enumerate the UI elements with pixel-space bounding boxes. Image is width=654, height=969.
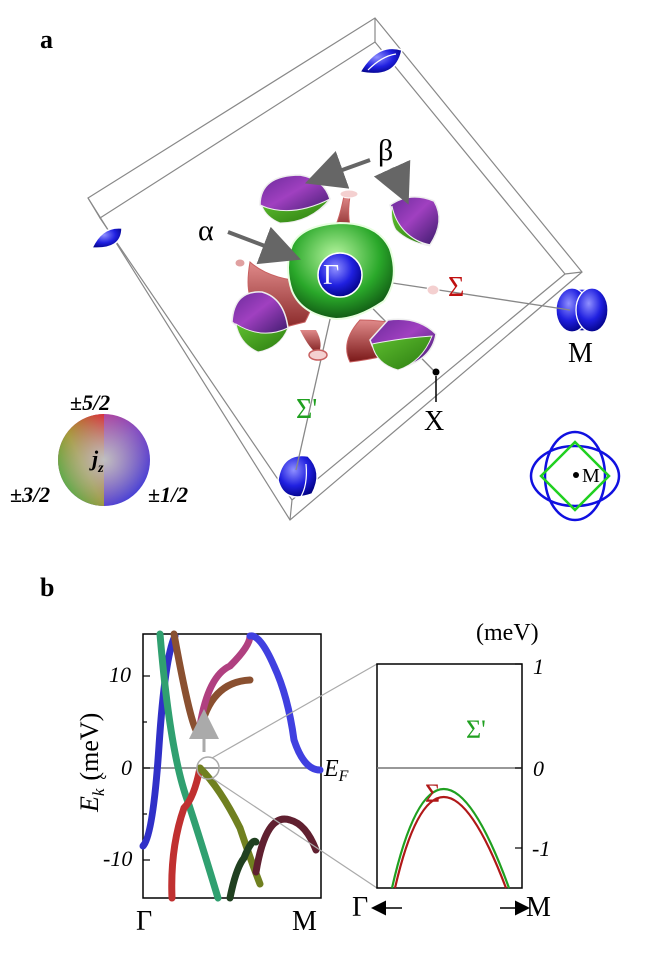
jz-center-label: jz [89, 446, 104, 476]
sigma-label: Σ [448, 272, 464, 303]
inset-m-label: M [582, 465, 600, 487]
x-point-dot [432, 368, 440, 376]
beta-label: β [378, 134, 393, 167]
jz-color-wheel [58, 414, 150, 506]
zoom-connectors [211, 663, 378, 889]
left-band-chart [139, 630, 324, 902]
left-xtick-m: M [292, 906, 317, 937]
beta-pocket-top-right [389, 196, 440, 247]
right-x-m: M [526, 892, 551, 923]
left-ytick-0: 0 [121, 755, 132, 780]
right-unit-label: (meV) [476, 620, 539, 646]
beta-pocket-bottom-left [231, 291, 289, 353]
brillouin-zone-box [87, 17, 583, 521]
corner-pocket-left [90, 227, 123, 249]
x-point-label: X [424, 406, 444, 437]
panel-a-label: a [40, 25, 53, 54]
jz-top-label: ±5/2 [70, 390, 110, 415]
jz-left-label: ±3/2 [10, 482, 50, 507]
right-x-gamma: Γ [352, 892, 368, 923]
left-ylabel-tilde: ~ [96, 767, 107, 789]
right-ytick-1: 1 [533, 654, 544, 679]
right-ytick-0: 0 [533, 756, 544, 781]
gamma-label: Γ [323, 260, 339, 291]
jz-right-label: ±1/2 [148, 482, 188, 507]
beta-pocket-bottom-right [369, 318, 437, 371]
m-point-label: M [568, 338, 593, 369]
ef-label: EF [323, 756, 349, 785]
panel-b-label: b [40, 573, 54, 602]
sigma-prime-label: Σ' [296, 394, 317, 425]
corner-pocket-m [555, 287, 609, 333]
right-ytick-minus1: -1 [532, 836, 550, 861]
corner-pocket-bottom [277, 454, 318, 499]
corner-pocket-top [358, 47, 403, 75]
left-ylabel: Ek(meV) [75, 713, 108, 813]
beta-pocket-top-left [259, 174, 331, 224]
alpha-sheet [287, 221, 395, 321]
label-arrows [227, 151, 411, 265]
right-series-sigma-prime: Σ' [466, 715, 486, 744]
left-ytick-10: 10 [109, 662, 131, 687]
left-ytick-minus10: -10 [103, 846, 132, 871]
left-xtick-gamma: Γ [136, 906, 152, 937]
m-cross-section-inset [529, 430, 621, 522]
right-zoom-chart [376, 663, 523, 889]
alpha-label: α [198, 214, 214, 247]
right-series-sigma: Σ [425, 779, 440, 808]
